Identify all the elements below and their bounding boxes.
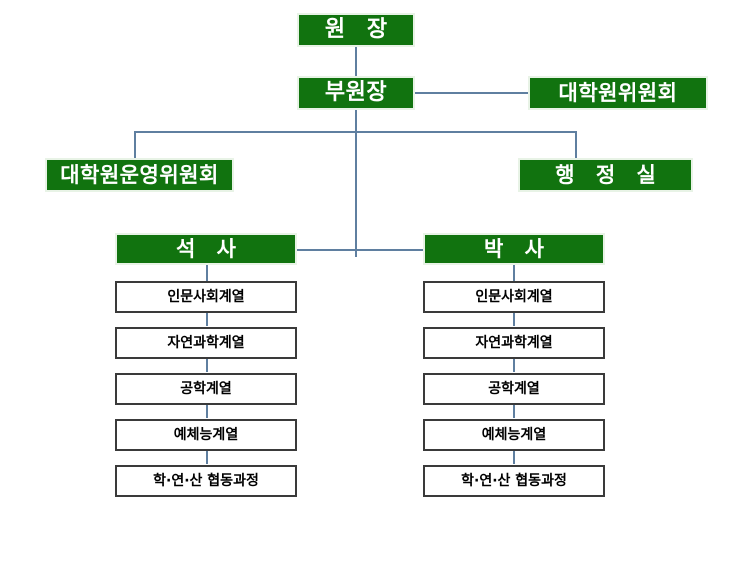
connector-doctorate-program-4-5 (513, 451, 515, 464)
masters-program-item[interactable]: 예체능계열 (115, 419, 297, 451)
connector-bus-to-operating-committee (134, 131, 136, 158)
doctorate-program-item[interactable]: 예체능계열 (423, 419, 605, 451)
node-vice-director[interactable]: 부원장 (297, 76, 415, 110)
doctorate-program-item[interactable]: 공학계열 (423, 373, 605, 405)
node-graduate-committee[interactable]: 대학원위원회 (528, 76, 708, 110)
node-director[interactable]: 원 장 (297, 13, 415, 47)
doctorate-program-item[interactable]: 자연과학계열 (423, 327, 605, 359)
connector-masters-program-1-2 (206, 313, 208, 326)
connector-vice-spine (355, 109, 357, 257)
connector-masters-to-program-1 (206, 265, 208, 281)
doctorate-program-item[interactable]: 학·연·산 협동과정 (423, 465, 605, 497)
masters-program-item[interactable]: 학·연·산 협동과정 (115, 465, 297, 497)
masters-program-item[interactable]: 인문사회계열 (115, 281, 297, 313)
doctorate-program-item[interactable]: 인문사회계열 (423, 281, 605, 313)
node-operating-committee[interactable]: 대학원운영위원회 (45, 158, 234, 192)
connector-bus-to-administration (575, 131, 577, 158)
connector-doctorate-program-1-2 (513, 313, 515, 326)
node-masters[interactable]: 석 사 (115, 233, 297, 265)
connector-director-to-vice (355, 46, 357, 76)
connector-doctorate-program-3-4 (513, 405, 515, 418)
masters-program-item[interactable]: 자연과학계열 (115, 327, 297, 359)
connector-masters-program-2-3 (206, 359, 208, 372)
node-administration-office[interactable]: 행 정 실 (518, 158, 693, 192)
connector-committee-bus (134, 131, 577, 133)
connector-vice-to-graduate-committee (415, 92, 528, 94)
node-doctorate[interactable]: 박 사 (423, 233, 605, 265)
connector-masters-program-3-4 (206, 405, 208, 418)
connector-doctorate-to-program-1 (513, 265, 515, 281)
masters-program-item[interactable]: 공학계열 (115, 373, 297, 405)
connector-doctorate-program-2-3 (513, 359, 515, 372)
connector-masters-program-4-5 (206, 451, 208, 464)
connector-degree-bus (296, 249, 424, 251)
